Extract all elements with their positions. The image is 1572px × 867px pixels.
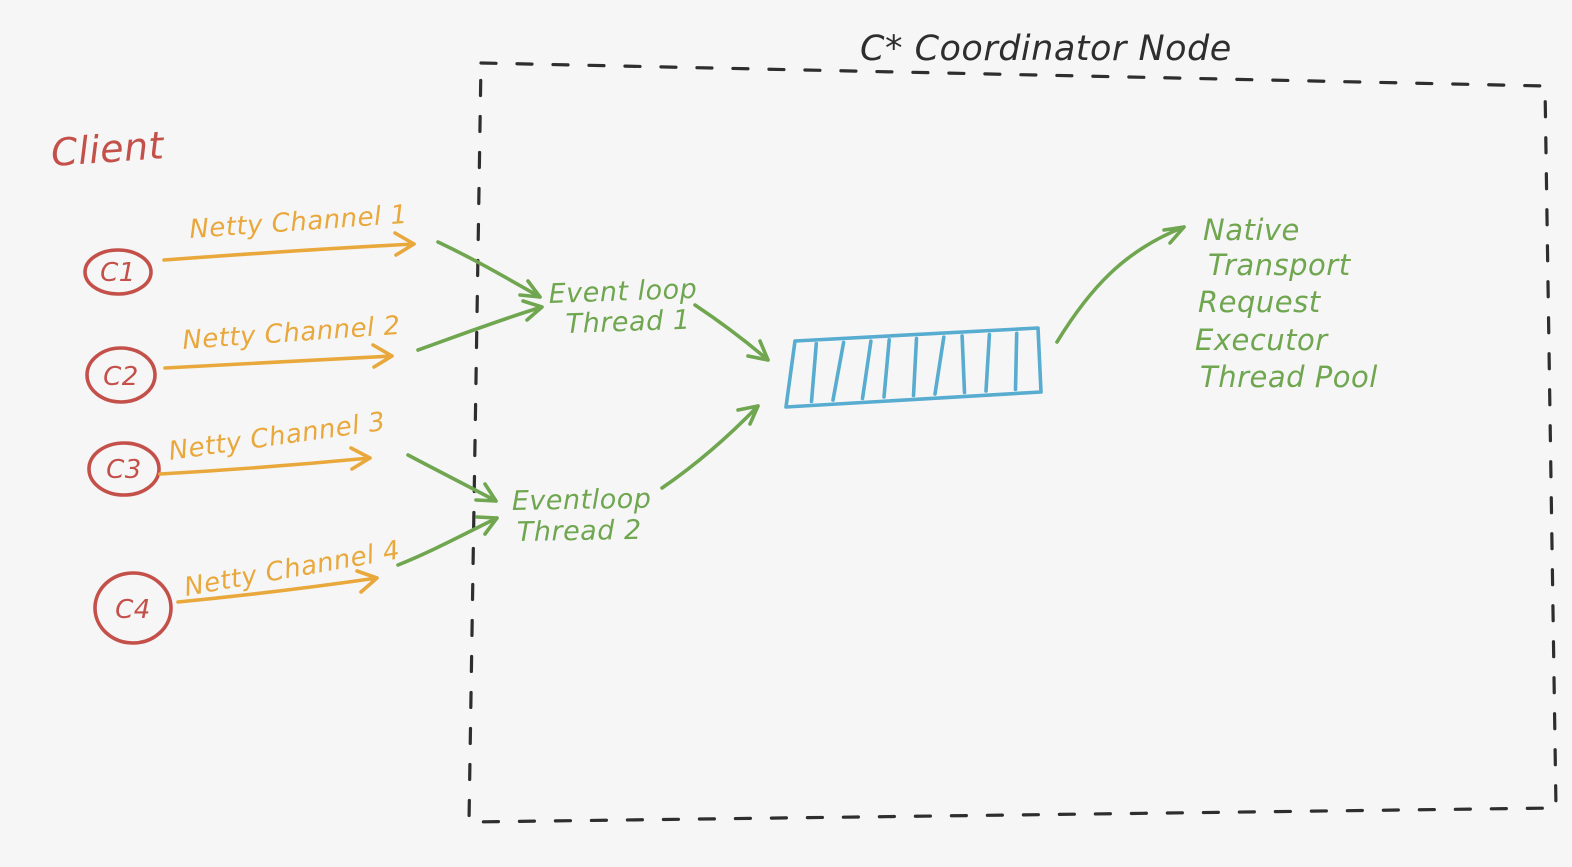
arrow-c2-to-eventloop1 [416, 299, 544, 352]
queue-slot-divider [882, 337, 892, 399]
channel-arrow [162, 231, 416, 262]
client-label: Client [50, 123, 167, 175]
client-circle [85, 346, 157, 404]
queue-slot-divider [860, 339, 873, 401]
client-id: C3 [106, 455, 142, 485]
client-id: C1 [100, 258, 136, 288]
queue-outline [784, 326, 1043, 409]
arrow-eventloop1-to-queue [693, 303, 770, 362]
client-id: C4 [115, 595, 151, 625]
channel-arrow [158, 446, 372, 476]
client-c1: C1 Netty Channel 1 [83, 200, 416, 296]
coordinator-node-box: C* Coordinator Node [467, 29, 1558, 824]
queue-slot-divider [809, 341, 819, 404]
coordinator-node-border [467, 61, 1558, 824]
arrow-queue-to-threadpool [1055, 225, 1186, 344]
event-loop-2-label-line1: Eventloop [512, 484, 652, 517]
queue-slot-divider [1013, 331, 1019, 392]
queue-slot-divider [933, 335, 946, 396]
pool-label-line3: Request [1198, 285, 1322, 319]
coordinator-node-title: C* Coordinator Node [860, 29, 1232, 69]
arrow-c4-to-eventloop2 [396, 515, 499, 567]
pool-label-line2: Transport [1208, 248, 1352, 282]
queue-slot-divider [960, 334, 967, 395]
client-c2: C2 Netty Channel 2 [85, 311, 402, 404]
client-id: C2 [103, 362, 139, 392]
client-c4: C4 Netty Channel 4 [93, 535, 402, 645]
event-loop-2-label-line2: Thread 2 [517, 515, 642, 548]
channel-arrow [163, 343, 394, 370]
queue-slot-divider [911, 336, 919, 398]
pool-label-line4: Executor [1195, 323, 1329, 357]
client-circle [87, 441, 161, 497]
client-c3: C3 Netty Channel 3 [87, 407, 387, 497]
arrow-eventloop2-to-queue [660, 404, 760, 490]
queue-slot-divider [831, 340, 846, 402]
event-loop-1-label-line2: Thread 1 [565, 305, 691, 340]
pool-label-line5: Thread Pool [1200, 360, 1378, 394]
queue-slot-divider [984, 332, 992, 393]
channel-label: Netty Channel 1 [188, 200, 408, 245]
event-loop-1-label-line1: Event loop [548, 274, 698, 310]
queue-slot-dividers [809, 331, 1019, 404]
event-loop-thread-1: Event loop Thread 1 [416, 240, 770, 362]
client-circle [83, 248, 153, 296]
arrow-c1-to-eventloop1 [436, 240, 542, 299]
channel-label: Netty Channel 4 [182, 535, 402, 602]
event-loop-thread-2: Eventloop Thread 2 [396, 404, 760, 567]
native-transport-pool-label: Native Transport Request Executor Thread… [1195, 213, 1378, 394]
pool-label-line1: Native [1203, 213, 1300, 247]
request-queue [784, 326, 1043, 409]
channel-label: Netty Channel 2 [181, 311, 401, 356]
client-circle [93, 571, 173, 645]
channel-arrow [176, 569, 379, 604]
arrow-c3-to-eventloop2 [406, 453, 498, 503]
